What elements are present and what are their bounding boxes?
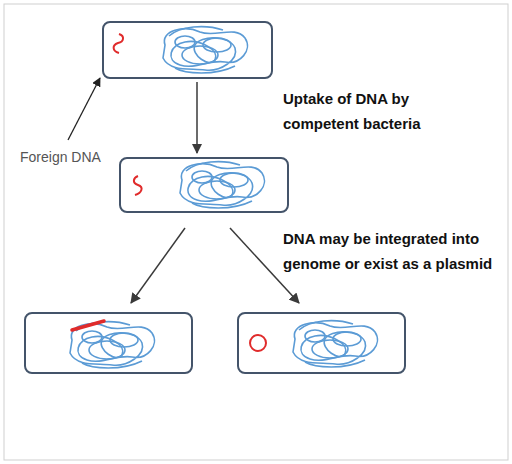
- callout-label: Foreign DNA: [20, 148, 140, 166]
- step-arrow: [196, 82, 198, 153]
- integrated-dna: [72, 321, 104, 330]
- bacterium-cell: [120, 158, 288, 212]
- step-label: DNA may be integrated into genome or exi…: [283, 226, 512, 276]
- plasmid: [250, 335, 266, 351]
- foreign-dna: [114, 34, 123, 53]
- genome-tangle: [70, 322, 154, 368]
- bacterium-cell: [238, 313, 405, 373]
- bacterium-cell: [25, 313, 192, 373]
- genome-tangle: [163, 27, 247, 73]
- step-arrow: [131, 228, 185, 303]
- bacterium-cell: [103, 22, 272, 78]
- step-label: Uptake of DNA by competent bacteria: [283, 86, 443, 136]
- genome-tangle: [293, 321, 377, 367]
- pointer-arrow: [68, 78, 100, 140]
- foreign-dna: [134, 176, 142, 195]
- genome-tangle: [180, 162, 264, 208]
